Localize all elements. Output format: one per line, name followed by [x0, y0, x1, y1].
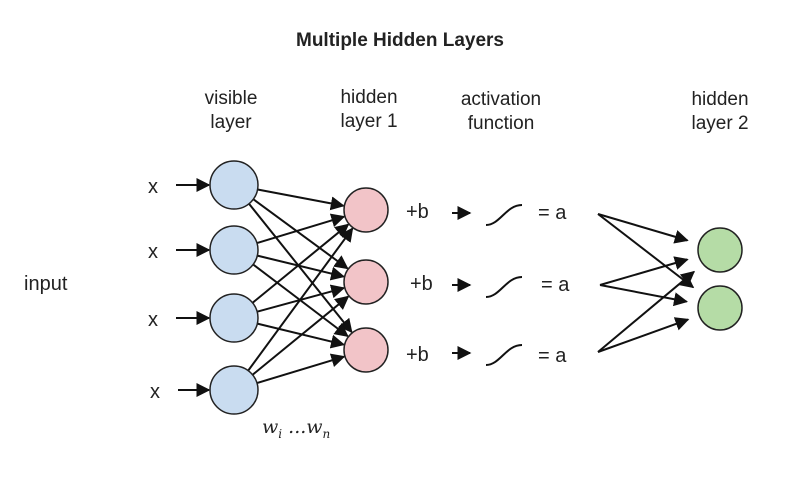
weights-label: wi ...wn	[262, 416, 330, 441]
weight-edge	[247, 227, 354, 372]
hidden1-node	[343, 259, 389, 305]
bias-label: +b	[406, 344, 429, 366]
weight-symbol: w	[306, 416, 323, 438]
weight-edge	[251, 223, 350, 304]
header-visible-line2: layer	[210, 112, 252, 133]
weight-index-i: i	[278, 426, 283, 441]
header-hidden-layer-2: hidden layer 2	[645, 88, 795, 136]
output-edge	[597, 317, 690, 353]
x-label: x	[150, 381, 160, 403]
header-activation-function: activation function	[426, 88, 576, 136]
visible-node	[209, 225, 259, 275]
visible-node	[209, 365, 259, 415]
header-visible-line1: visible	[204, 88, 258, 109]
visible-node	[209, 293, 259, 343]
header-activation-line1: activation	[460, 89, 542, 110]
weight-edge	[256, 213, 346, 244]
hidden2-node	[697, 285, 743, 331]
activation-output-label: = a	[538, 345, 567, 367]
diagram-title: Multiple Hidden Layers	[296, 30, 504, 51]
output-edge	[597, 213, 689, 244]
weight-index-n: n	[322, 426, 331, 441]
weight-edge	[248, 203, 353, 334]
activation-output-label: = a	[541, 274, 570, 296]
output-edge	[597, 270, 695, 353]
hidden2-node	[697, 227, 743, 273]
x-label: x	[148, 176, 158, 198]
bias-label: +b	[410, 273, 433, 295]
visible-node	[209, 160, 259, 210]
header-activation-line2: function	[467, 113, 535, 134]
activation-output-label: = a	[538, 202, 567, 224]
x-label: x	[148, 241, 158, 263]
weight-symbol: w	[262, 416, 279, 438]
output-edge	[597, 213, 695, 289]
activation-curve-icon	[485, 204, 523, 226]
weight-edge	[257, 188, 345, 211]
weight-edge	[256, 353, 346, 384]
header-hidden1-line1: hidden	[340, 87, 398, 108]
activation-curve-icon	[485, 344, 523, 366]
header-visible-layer: visible layer	[156, 87, 306, 135]
x-label: x	[148, 309, 158, 331]
activation-curve-icon	[485, 276, 523, 298]
input-label: input	[24, 273, 68, 295]
bias-label: +b	[406, 201, 429, 223]
hidden1-node	[343, 327, 389, 373]
weight-edge	[257, 322, 346, 349]
header-hidden-layer-1: hidden layer 1	[294, 86, 444, 134]
output-edge	[599, 256, 689, 286]
weight-ellipsis: ...	[282, 416, 307, 438]
output-edge	[599, 284, 688, 307]
header-hidden2-line2: layer 2	[691, 113, 749, 134]
weight-edge	[251, 295, 350, 376]
weight-edge	[257, 254, 346, 281]
hidden1-node	[343, 187, 389, 233]
header-hidden1-line2: layer 1	[340, 111, 398, 132]
header-hidden2-line1: hidden	[691, 89, 749, 110]
